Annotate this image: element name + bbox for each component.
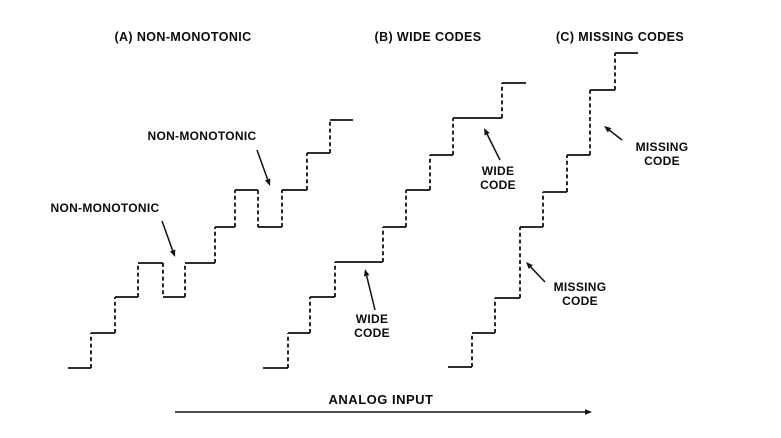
staircase-non-monotonic-risers [90,120,331,368]
callout-line: CODE [562,293,598,308]
callout-line: MISSING [553,280,607,294]
panel-c-title: (C) MISSING CODES [555,30,685,44]
callout-line: WIDE [481,164,515,178]
staircase-missing-codes-risers [471,53,616,367]
callout-missing-code-lower: MISSING CODE [553,280,607,308]
arrow-missing-code-upper [604,126,623,141]
arrow-missing-code-lower [526,262,546,283]
arrow-non-monotonic-lower [161,220,176,257]
callout-non-monotonic-lower: NON-MONOTONIC [50,201,160,215]
callout-wide-code-upper: WIDE CODE [480,164,516,192]
staircase-non-monotonic-treads [68,119,353,369]
arrow-wide-code-lower [363,269,376,311]
panel-b-title: (B) WIDE CODES [374,30,482,44]
callout-missing-code-upper: MISSING CODE [635,140,689,168]
arrow-wide-code-upper [484,128,501,161]
staircase-missing-codes-treads [448,52,638,368]
callout-line: CODE [644,153,680,168]
callout-wide-code-lower: WIDE CODE [354,312,390,340]
staircase-wide-codes-treads [263,82,526,369]
staircase-wide-codes-risers [287,83,503,368]
callout-line: CODE [354,325,390,340]
callout-non-monotonic-upper: NON-MONOTONIC [147,129,257,143]
panel-a-title: (A) NON-MONOTONIC [114,30,252,44]
analog-input-axis-label: ANALOG INPUT [328,392,434,407]
callout-line: MISSING [635,140,689,154]
callout-line: CODE [480,177,516,192]
analog-input-axis-arrow [175,409,592,415]
callout-line: WIDE [355,312,389,326]
arrow-non-monotonic-upper [256,149,271,186]
